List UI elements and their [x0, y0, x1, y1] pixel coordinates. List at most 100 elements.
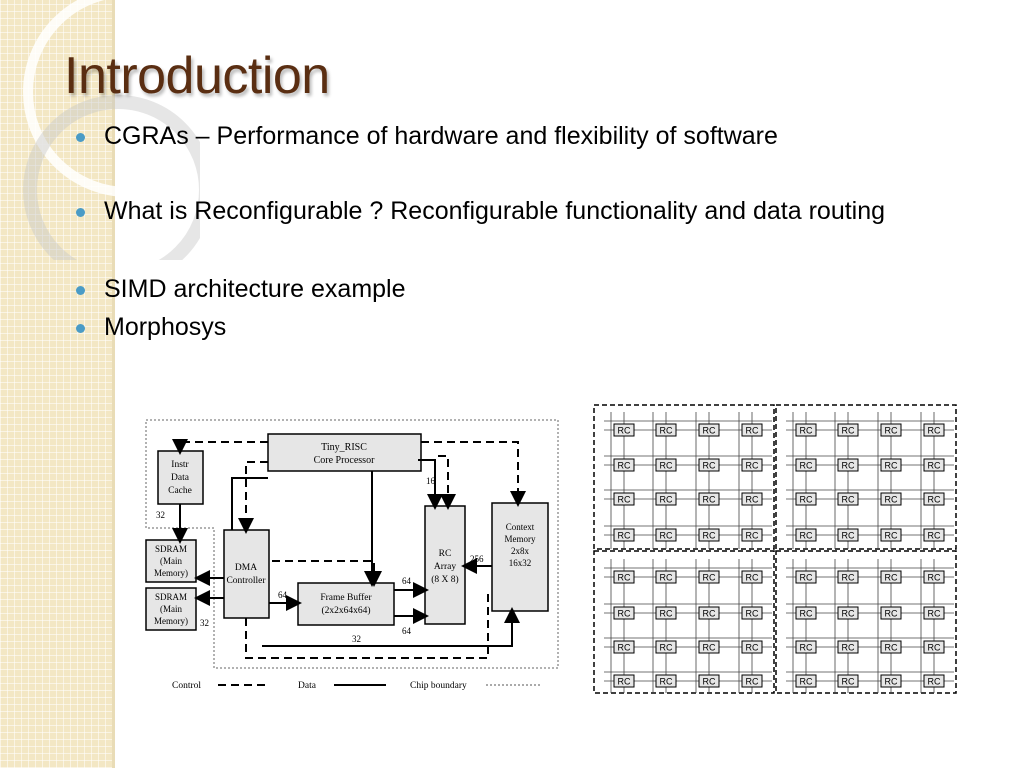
rc-cell-label: RC: [800, 609, 813, 619]
rc-cell-box: [837, 492, 859, 506]
rc-cell-box: [880, 492, 902, 506]
rc-cell-label: RC: [928, 426, 941, 436]
rc-cell: RC: [880, 423, 902, 437]
rc-cell-label: RC: [618, 461, 631, 471]
sdram1-label-line2: (Main: [160, 556, 182, 566]
decorative-side-band: [0, 0, 112, 768]
rc-cell: RC: [923, 423, 945, 437]
rc-cell: RC: [923, 640, 945, 654]
rc-cell-box: [880, 458, 902, 472]
rc-cell-box: [655, 423, 677, 437]
legend-control-label: Control: [172, 681, 201, 691]
rc-cells: RC RC RC RC RC RC RC RC RC RC RC RC RC RC RC RC RC RC RC RC…: [613, 423, 945, 688]
morphosys-architecture-diagram: Tiny_RISC Core Processor Instr Data Cach…: [142, 418, 562, 696]
rc-cell: RC: [655, 528, 677, 542]
rc-cell-box: [923, 528, 945, 542]
rc-cell: RC: [741, 640, 763, 654]
rc-cell: RC: [837, 570, 859, 584]
context-label-line2: Memory: [505, 534, 536, 544]
rc-cell-label: RC: [928, 609, 941, 619]
rc-cell-box: [655, 640, 677, 654]
rc-cell-label: RC: [660, 573, 673, 583]
bullet-item: Morphosys: [74, 313, 954, 342]
rc-cell: RC: [795, 423, 817, 437]
rc-cell: RC: [837, 674, 859, 688]
bus-width-64-b: 64: [402, 576, 412, 586]
cache-label-line1: Instr: [171, 460, 189, 470]
rc-cell-box: [795, 423, 817, 437]
core-processor-label: Core Processor: [314, 455, 375, 466]
rc-cell-box: [880, 640, 902, 654]
rc-cell-box: [880, 570, 902, 584]
rc-cell-label: RC: [746, 531, 759, 541]
rc-cell-label: RC: [928, 677, 941, 687]
rc-cell: RC: [613, 674, 635, 688]
rc-cell-label: RC: [618, 677, 631, 687]
rc-cell: RC: [837, 528, 859, 542]
rc-cell: RC: [741, 458, 763, 472]
rc-cell-label: RC: [746, 461, 759, 471]
rc-cell-box: [923, 458, 945, 472]
rc-cell: RC: [613, 492, 635, 506]
rc-cell-box: [880, 606, 902, 620]
sdram2-label-line1: SDRAM: [155, 592, 187, 602]
decorative-swirl: [23, 0, 200, 260]
rc-cell: RC: [655, 492, 677, 506]
rc-cell: RC: [795, 458, 817, 472]
rc-cell-label: RC: [885, 495, 898, 505]
chip-boundary: [145, 419, 559, 669]
rc-cell: RC: [880, 458, 902, 472]
rc-cell-box: [923, 570, 945, 584]
sdram1-label-line3: Memory): [154, 568, 188, 578]
rc-cell: RC: [655, 458, 677, 472]
rc-cell-box: [795, 492, 817, 506]
slide-title: Introduction: [64, 47, 330, 105]
rc-cell-box: [698, 423, 720, 437]
rc-cell-box: [795, 570, 817, 584]
frame-buffer-size-label: (2x2x64x64): [321, 605, 370, 616]
rc-array-label-line3: (8 X 8): [431, 574, 458, 585]
rc-cell-box: [741, 606, 763, 620]
rc-cell: RC: [795, 606, 817, 620]
rc-cell-label: RC: [703, 495, 716, 505]
rc-cell-label: RC: [660, 677, 673, 687]
rc-cell: RC: [923, 674, 945, 688]
rc-cell-label: RC: [618, 426, 631, 436]
bus-width-16: 16: [426, 476, 436, 486]
rc-cell-box: [741, 458, 763, 472]
rc-cell-label: RC: [885, 677, 898, 687]
rc-cell-label: RC: [746, 573, 759, 583]
rc-cell: RC: [837, 423, 859, 437]
rc-cell-box: [880, 528, 902, 542]
rc-cell-box: [613, 458, 635, 472]
rc-cell-box: [795, 606, 817, 620]
bullet-icon: [76, 286, 85, 295]
bullet-text: Morphosys: [104, 313, 227, 341]
rc-cell: RC: [613, 528, 635, 542]
rc-cell-box: [741, 640, 763, 654]
rc-cell-label: RC: [618, 609, 631, 619]
rc-cell: RC: [795, 570, 817, 584]
rc-cell-box: [795, 528, 817, 542]
rc-cell-box: [741, 570, 763, 584]
rc-cell-label: RC: [660, 426, 673, 436]
rc-cell-box: [698, 640, 720, 654]
rc-cell-box: [698, 570, 720, 584]
side-band-edge: [112, 0, 115, 768]
rc-cell-label: RC: [928, 531, 941, 541]
rc-cell: RC: [923, 528, 945, 542]
bus-width-32-c: 32: [352, 634, 361, 644]
rc-cell-box: [613, 423, 635, 437]
rc-cell-label: RC: [746, 643, 759, 653]
bus-width-32-b: 32: [200, 618, 209, 628]
rc-cell: RC: [613, 423, 635, 437]
rc-cell: RC: [880, 640, 902, 654]
rc-cell: RC: [741, 606, 763, 620]
rc-cell-box: [923, 674, 945, 688]
context-label-line3: 2x8x: [511, 546, 530, 556]
cache-label-line3: Cache: [168, 486, 192, 496]
rc-cell: RC: [613, 640, 635, 654]
rc-cell-box: [795, 674, 817, 688]
rc-array-interconnect-diagram: RC RC RC RC RC RC RC RC RC RC RC RC RC RC RC RC RC RC RC RC…: [592, 403, 958, 695]
rc-cell: RC: [880, 674, 902, 688]
